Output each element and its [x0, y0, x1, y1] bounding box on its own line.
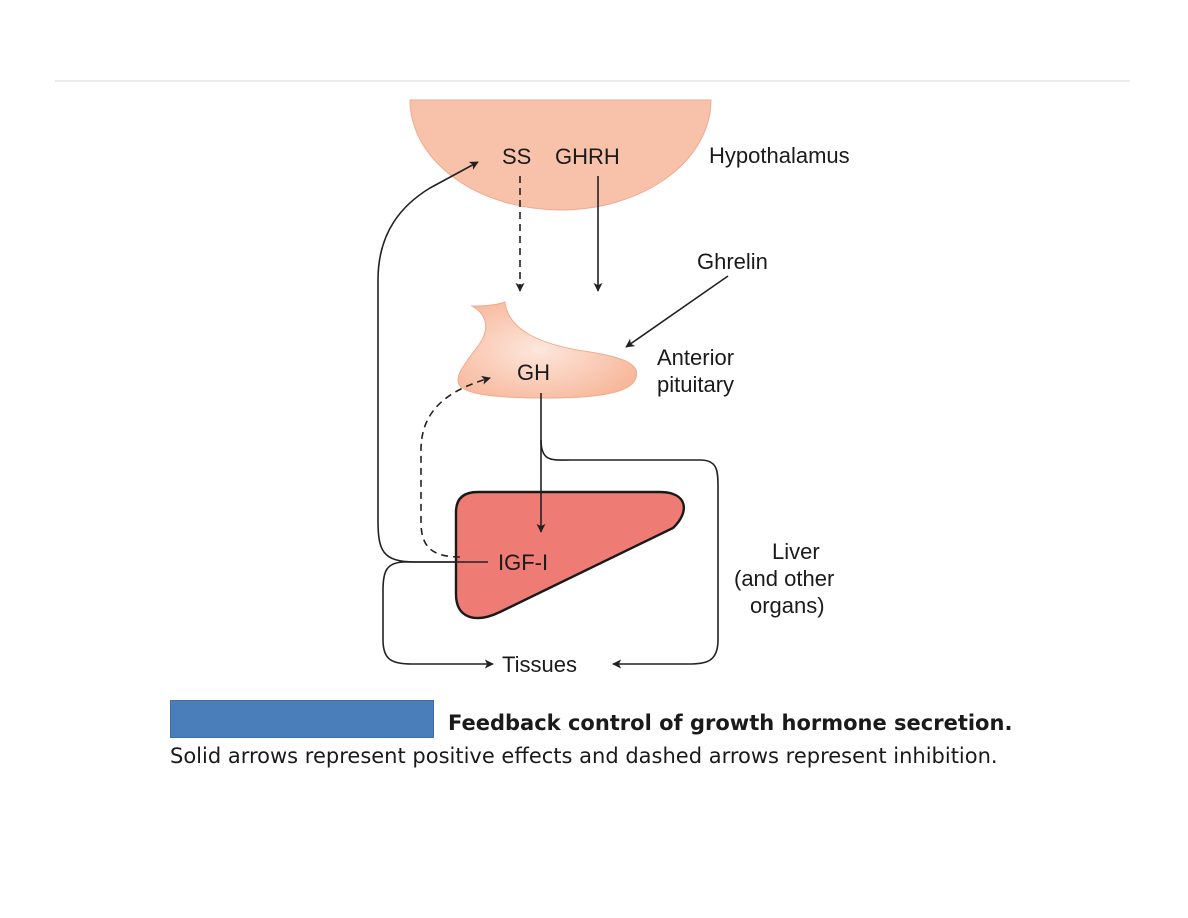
- ghrh-label: GHRH: [555, 144, 620, 169]
- anterior-pituitary-label-line2: pituitary: [657, 372, 734, 397]
- liver-label-line3: organs): [750, 593, 825, 618]
- igf-to-tissues-arrow: [382, 561, 494, 669]
- igf-label: IGF-I: [498, 550, 548, 575]
- figure-caption: Feedback control of growth hormone secre…: [170, 700, 1130, 773]
- caption-title: Feedback control of growth hormone secre…: [448, 711, 1013, 735]
- liver-shape: [454, 490, 685, 620]
- ghrelin-label: Ghrelin: [697, 249, 768, 274]
- tissues-label: Tissues: [502, 652, 577, 677]
- liver-label-line1: Liver: [772, 539, 820, 564]
- gh-to-tissues-arrow: [540, 439, 719, 669]
- caption-body: Solid arrows represent positive effects …: [170, 744, 998, 768]
- caption-redaction-box: [170, 700, 434, 738]
- hypothalamus-shape: [409, 99, 712, 211]
- igf-to-pituitary-inhibition-arrow: [420, 375, 491, 558]
- slide-top-rule: [55, 80, 1130, 82]
- hypothalamus-label: Hypothalamus: [709, 143, 850, 168]
- ss-label: SS: [502, 144, 531, 169]
- ghrelin-stimulation-arrow: [625, 275, 729, 348]
- anterior-pituitary-shape: [457, 301, 638, 399]
- gh-label: GH: [517, 360, 550, 385]
- liver-label-line2: (and other: [734, 566, 834, 591]
- anterior-pituitary-label-line1: Anterior: [657, 345, 734, 370]
- igf-to-hypothalamus-arrow: [377, 161, 488, 563]
